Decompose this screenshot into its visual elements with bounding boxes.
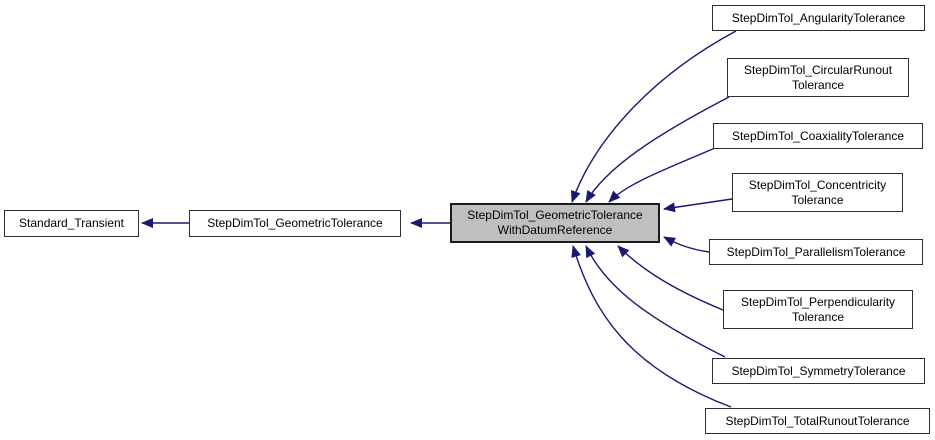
node-parallelism-tolerance[interactable]: StepDimTol_ParallelismTolerance <box>709 239 923 265</box>
edge-perpendicularity-to-withdatumreference <box>617 245 724 311</box>
node-concentricity-tolerance-label: StepDimTol_Concentricity Tolerance <box>748 177 887 207</box>
node-circular-runout-tolerance-label: StepDimTol_CircularRunout Tolerance <box>743 62 893 92</box>
edge-totalrunout-to-withdatumreference <box>571 245 732 408</box>
node-symmetry-tolerance-label: StepDimTol_SymmetryTolerance <box>731 363 906 378</box>
node-coaxiality-tolerance-label: StepDimTol_CoaxialityTolerance <box>731 128 905 143</box>
node-total-runout-tolerance[interactable]: StepDimTol_TotalRunoutTolerance <box>705 408 930 434</box>
node-angularity-tolerance[interactable]: StepDimTol_AngularityTolerance <box>712 5 925 31</box>
node-total-runout-tolerance-label: StepDimTol_TotalRunoutTolerance <box>725 413 910 428</box>
node-coaxiality-tolerance[interactable]: StepDimTol_CoaxialityTolerance <box>713 123 923 149</box>
edge-angularity-to-withdatumreference <box>570 30 737 203</box>
edge-circularrunout-to-withdatumreference <box>585 96 730 203</box>
edge-coaxiality-to-withdatumreference <box>608 147 716 203</box>
edge-concentricity-to-withdatumreference <box>663 198 733 213</box>
node-symmetry-tolerance[interactable]: StepDimTol_SymmetryTolerance <box>712 358 925 384</box>
edge-symmetry-to-withdatumreference <box>585 245 726 358</box>
node-geometric-tolerance-with-datum-reference: StepDimTol_GeometricTolerance WithDatumR… <box>450 203 660 243</box>
node-parallelism-tolerance-label: StepDimTol_ParallelismTolerance <box>726 244 906 259</box>
node-perpendicularity-tolerance-label: StepDimTol_Perpendicularity Tolerance <box>740 294 896 324</box>
node-standard-transient-label: Standard_Transient <box>19 216 124 230</box>
node-geometric-tolerance-with-datum-reference-label: StepDimTol_GeometricTolerance WithDatumR… <box>467 208 643 237</box>
edge-parallelism-to-withdatumreference <box>663 236 710 253</box>
node-concentricity-tolerance[interactable]: StepDimTol_Concentricity Tolerance <box>732 173 903 212</box>
node-circular-runout-tolerance[interactable]: StepDimTol_CircularRunout Tolerance <box>727 58 909 97</box>
node-standard-transient[interactable]: Standard_Transient <box>4 210 139 237</box>
node-geometric-tolerance-label: StepDimTol_GeometricTolerance <box>207 216 383 230</box>
node-geometric-tolerance[interactable]: StepDimTol_GeometricTolerance <box>189 210 401 237</box>
node-angularity-tolerance-label: StepDimTol_AngularityTolerance <box>731 10 906 25</box>
node-perpendicularity-tolerance[interactable]: StepDimTol_Perpendicularity Tolerance <box>723 290 913 329</box>
